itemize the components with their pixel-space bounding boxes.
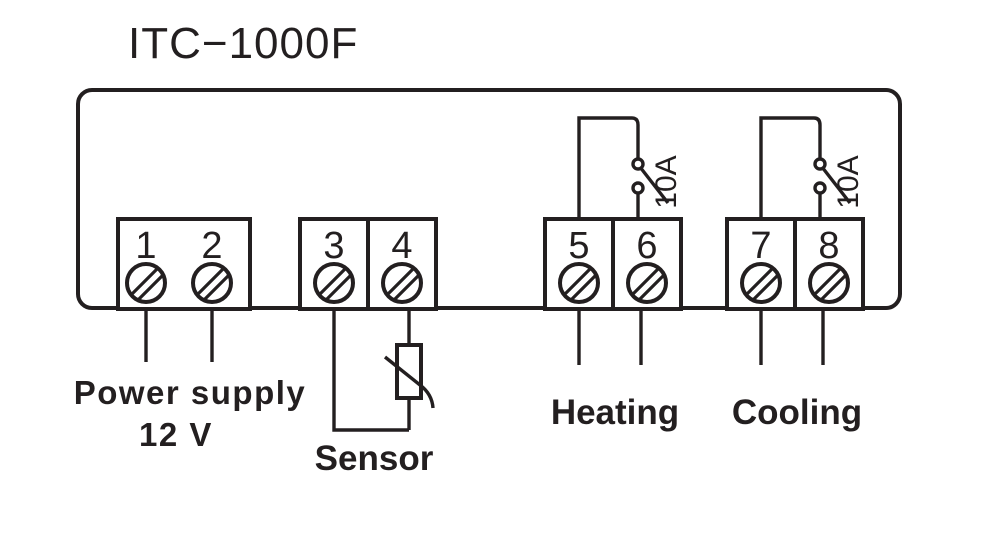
terminal-2-screw-slot-a: [194, 265, 227, 298]
terminal-7-screw-icon: [740, 262, 782, 304]
wire-sensor-loop-left: [332, 309, 409, 432]
terminal-block-cooling: 7 8: [725, 217, 865, 311]
terminal-6-screw-slot-a: [629, 265, 662, 298]
terminal-6-screw-icon: [626, 262, 668, 304]
terminal-5-screw-slot-a: [561, 265, 594, 298]
terminal-3-screw-icon: [313, 262, 355, 304]
cooling-relay-loop: [759, 116, 822, 219]
terminal-7-screw-slot-b: [749, 271, 779, 301]
terminal-block-heating: 5 6: [543, 217, 683, 311]
terminal-7-screw-slot-a: [743, 265, 776, 298]
terminal-1-number: 1: [135, 225, 156, 267]
terminal-7[interactable]: 7: [740, 225, 782, 304]
terminal-1[interactable]: 1: [125, 225, 167, 304]
label-cooling: Cooling: [732, 393, 862, 432]
label-heating: Heating: [551, 393, 679, 432]
heating-contact-dot-upper: [631, 157, 645, 171]
terminal-block-sensor: 3 4: [298, 217, 438, 311]
label-sensor: Sensor: [315, 439, 434, 478]
terminal-8[interactable]: 8: [808, 225, 850, 304]
cooling-contact-dot-upper: [813, 157, 827, 171]
terminal-5-number: 5: [568, 225, 589, 267]
terminal-2[interactable]: 2: [191, 225, 233, 304]
terminal-4-screw-icon: [381, 262, 423, 304]
terminal-8-screw-slot-a: [811, 265, 844, 298]
label-power-supply: Power supply: [74, 374, 307, 411]
terminal-1-screw-slot-a: [128, 265, 161, 298]
terminal-6-number: 6: [636, 225, 657, 267]
terminal-4[interactable]: 4: [381, 225, 423, 304]
cooling-contact-lever: [820, 165, 852, 205]
thermistor-slash: [383, 355, 435, 409]
heating-relay-rating: 10A: [650, 155, 683, 208]
diagram-title: ITC−1000F: [128, 19, 358, 68]
terminal-4-screw-slot-b: [390, 271, 420, 301]
heating-contact-dot-lower: [631, 181, 645, 195]
terminal-5-screw-slot-b: [567, 271, 597, 301]
terminal-2-screw-icon: [191, 262, 233, 304]
terminal-4-number: 4: [391, 225, 412, 267]
terminal-3[interactable]: 3: [313, 225, 355, 304]
terminal-4-screw-slot-a: [384, 265, 417, 298]
terminal-6-screw-slot-b: [635, 271, 665, 301]
terminal-1-screw-icon: [125, 262, 167, 304]
terminal-8-screw-slot-b: [817, 271, 847, 301]
thermistor-icon: [383, 343, 435, 409]
terminal-3-number: 3: [323, 225, 344, 267]
cooling-contact-dot-lower: [813, 181, 827, 195]
terminal-block-power: 1 2: [116, 217, 252, 311]
terminal-1-screw-slot-b: [134, 271, 164, 301]
controller-enclosure: [76, 88, 902, 310]
label-power-voltage: 12 V: [139, 416, 213, 453]
terminal-5-screw-icon: [558, 262, 600, 304]
cooling-relay-rating: 10A: [832, 155, 865, 208]
terminal-5[interactable]: 5: [558, 225, 600, 304]
terminal-7-number: 7: [750, 225, 771, 267]
terminal-2-screw-slot-b: [200, 271, 230, 301]
terminal-3-screw-slot-a: [316, 265, 349, 298]
terminal-3-screw-slot-b: [322, 271, 352, 301]
heating-contact-lever: [638, 165, 670, 205]
terminal-6[interactable]: 6: [626, 225, 668, 304]
terminal-8-screw-icon: [808, 262, 850, 304]
terminal-8-number: 8: [818, 225, 839, 267]
terminal-2-number: 2: [201, 225, 222, 267]
heating-relay-loop: [577, 116, 640, 219]
